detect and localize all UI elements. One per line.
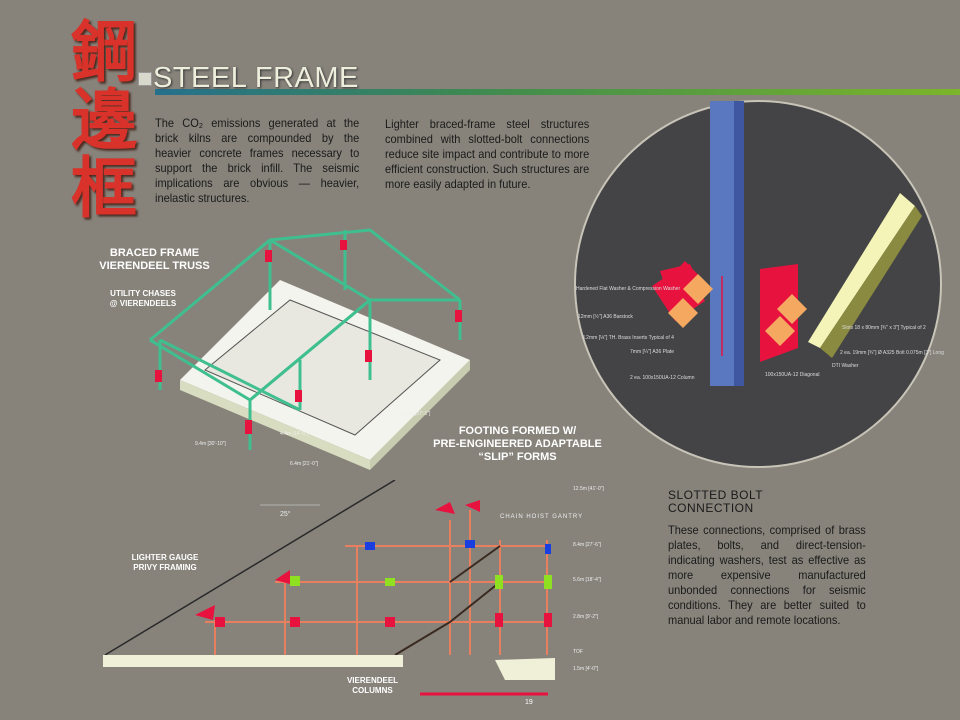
- label-line: “SLIP” FORMS: [478, 451, 557, 463]
- callout: 7mm [¼"] A36 Plate: [630, 349, 674, 355]
- level-markers: 12.5m [41'-0"] 8.4m [27'-6"] 5.6m [18'-4…: [573, 486, 604, 672]
- section-drawing: 25° CHAIN HOIST GANTRY 12.5m [41'-0"] 8.…: [103, 480, 604, 696]
- label-vierendeel-columns: VIERENDEEL COLUMNS: [330, 676, 415, 696]
- callout: DTI Washer: [832, 363, 859, 369]
- label-line: @ VIERENDEELS: [109, 299, 177, 308]
- slotted-bolt-heading: SLOTTED BOLT CONNECTION: [668, 489, 763, 515]
- callout: 2 ea. 19mm [¾"] Ø A325 Bolt 0.075m [3"] …: [840, 350, 944, 356]
- heading-line: SLOTTED BOLT: [668, 488, 764, 502]
- braced-frame-isometric: 9.4m [30'-10"] 4.4m [14'-5"] 11.3m [37'-…: [149, 228, 470, 470]
- dimension: 9.4m [30'-10"]: [195, 441, 226, 447]
- callout: 100x150UA-12 Diagonal: [765, 372, 819, 378]
- title-marker: [138, 72, 152, 86]
- callout: Hardened Flat Washer & Compression Washe…: [576, 286, 680, 292]
- page-number: 19: [525, 699, 533, 706]
- callout: Slots 18 x 80mm [¾" x 3"] Typical of 2: [842, 325, 926, 331]
- dimension: 4.4m [14'-5"]: [280, 431, 309, 437]
- page-title: STEEL FRAME: [153, 62, 359, 94]
- label-line: VIERENDEEL TRUSS: [99, 260, 210, 272]
- label-privy-framing: LIGHTER GAUGE PRIVY FRAMING: [115, 553, 215, 573]
- hanzi-1: 鋼: [71, 13, 137, 91]
- level-label: TOF: [573, 649, 583, 655]
- level-label: 5.6m [18'-4"]: [573, 577, 602, 583]
- slotted-bolt-text: These connections, comprised of brass pl…: [668, 523, 866, 627]
- detail-callouts: Hardened Flat Washer & Compression Washe…: [576, 286, 944, 381]
- chinese-title: 鋼 邊 框: [58, 18, 150, 222]
- label-line: VIERENDEEL: [346, 676, 399, 685]
- callout: 3.2mm [⅛"] TH. Brass Inserts Typical of …: [582, 335, 674, 341]
- intro-right-text: Lighter braced-frame steel structures co…: [385, 117, 590, 191]
- label-utility-chases: UTILITY CHASES @ VIERENDEELS: [98, 289, 188, 309]
- callout: 12mm [½"] A36 Barstock: [578, 313, 633, 320]
- label-line: UTILITY CHASES: [110, 289, 176, 298]
- dimension: 11.3m [37'-1"]: [400, 411, 431, 417]
- label-gantry: CHAIN HOIST GANTRY: [500, 514, 583, 520]
- level-label: 2.8m [9'-2"]: [573, 614, 599, 620]
- level-label: 12.5m [41'-0"]: [573, 486, 604, 492]
- label-line: PRIVY FRAMING: [133, 563, 197, 572]
- label-footing: FOOTING FORMED W/ PRE-ENGINEERED ADAPTAB…: [415, 425, 620, 464]
- intro-left-text: The CO₂ emissions generated at the brick…: [155, 116, 360, 205]
- connection-detail-drawing: Hardened Flat Washer & Compression Washe…: [574, 100, 944, 468]
- hanzi-3: 框: [71, 149, 137, 227]
- label-line: LIGHTER GAUGE: [131, 553, 199, 562]
- level-label: 1.5m [4'-0"]: [573, 666, 599, 672]
- heading-line: CONNECTION: [668, 501, 754, 515]
- label-braced-frame: BRACED FRAME VIERENDEEL TRUSS: [92, 247, 217, 273]
- label-line: PRE-ENGINEERED ADAPTABLE: [433, 438, 602, 450]
- level-label: 8.4m [27'-6"]: [573, 542, 602, 548]
- label-line: BRACED FRAME: [109, 247, 200, 259]
- label-line: FOOTING FORMED W/: [458, 425, 577, 437]
- roof-angle: 25°: [280, 510, 291, 518]
- label-line: COLUMNS: [352, 686, 393, 695]
- dimension: 6.4m [21'-0"]: [290, 461, 319, 467]
- title-underline: [155, 89, 960, 95]
- hanzi-2: 邊: [71, 81, 137, 159]
- callout: 2 ea. 100x150UA-12 Column: [630, 375, 695, 381]
